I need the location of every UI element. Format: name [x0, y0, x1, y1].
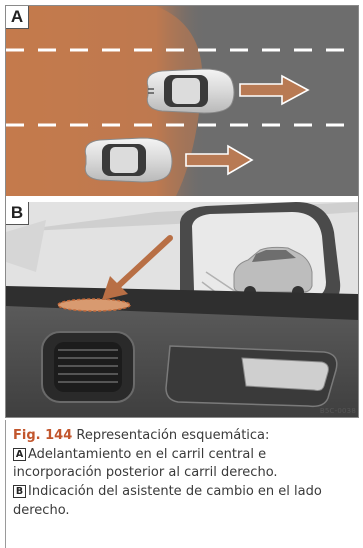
- door-mirror-illustration: [6, 202, 358, 417]
- caption-title: Representación esquemática:: [76, 428, 270, 443]
- figure-144: A: [5, 5, 359, 418]
- figure-number: Fig. 144: [13, 428, 73, 443]
- direction-arrow-center: [239, 74, 310, 106]
- panel-a-label: A: [6, 6, 29, 29]
- reference-code: B5C-0038: [319, 407, 356, 415]
- caption-rule: [5, 420, 6, 548]
- car-right-lane: [84, 137, 173, 183]
- caption-marker-b: B: [13, 485, 26, 499]
- panel-b-label: B: [6, 202, 29, 225]
- indicator-pointer-arrow: [102, 235, 173, 300]
- direction-arrow-right: [185, 144, 254, 176]
- caption-marker-a: A: [13, 447, 26, 461]
- door-handle: [165, 345, 338, 408]
- air-vent: [41, 331, 135, 403]
- side-mirror: [180, 202, 341, 312]
- car-center-lane: [146, 68, 235, 114]
- caption-item-b: Indicación del asistente de cambio en el…: [13, 484, 322, 518]
- dashboard-top-edge: [6, 286, 358, 322]
- lane-change-indicator: [57, 298, 131, 312]
- overtaking-schematic: [6, 6, 358, 196]
- panel-b: B B5C-0038: [6, 202, 358, 417]
- panel-divider: [6, 196, 358, 202]
- caption-item-a: Adelantamiento en el carril central e in…: [13, 446, 278, 481]
- side-window-edge: [6, 220, 46, 272]
- panel-a: A: [6, 6, 358, 196]
